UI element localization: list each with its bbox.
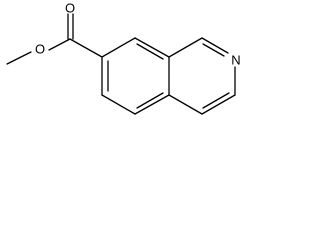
ester-group <box>6 13 103 65</box>
pyridine-ring <box>168 37 236 115</box>
bond-c4a-c5 <box>134 94 170 115</box>
oxygen-carbonyl-label: O <box>65 1 75 16</box>
bond-c3-c4-inner <box>202 92 230 109</box>
bond-c5-c6 <box>101 94 136 115</box>
bond-c7-c8 <box>101 37 136 58</box>
bond-c4-c4a <box>168 94 203 115</box>
nitrogen-label: N <box>231 53 240 68</box>
bond-c1-n2 <box>201 37 229 54</box>
bond-methyl-oxygen <box>6 51 32 65</box>
molecule-diagram: O O N <box>0 0 254 134</box>
bond-c3-c4 <box>201 94 236 115</box>
bond-c1-n2-inner <box>202 43 225 57</box>
bond-oxygen-carbonyl-carbon <box>48 38 71 51</box>
bond-c4a-c5-inner <box>136 92 164 109</box>
bond-c8a-c1 <box>168 37 203 58</box>
bond-c8-c8a <box>134 37 170 58</box>
bond-c8-c8a-inner <box>136 43 164 60</box>
bond-carbonyl-ring <box>69 38 103 58</box>
structure-svg: O O N <box>6 1 241 115</box>
oxygen-ester-label: O <box>35 42 45 57</box>
benzo-ring <box>101 37 170 115</box>
